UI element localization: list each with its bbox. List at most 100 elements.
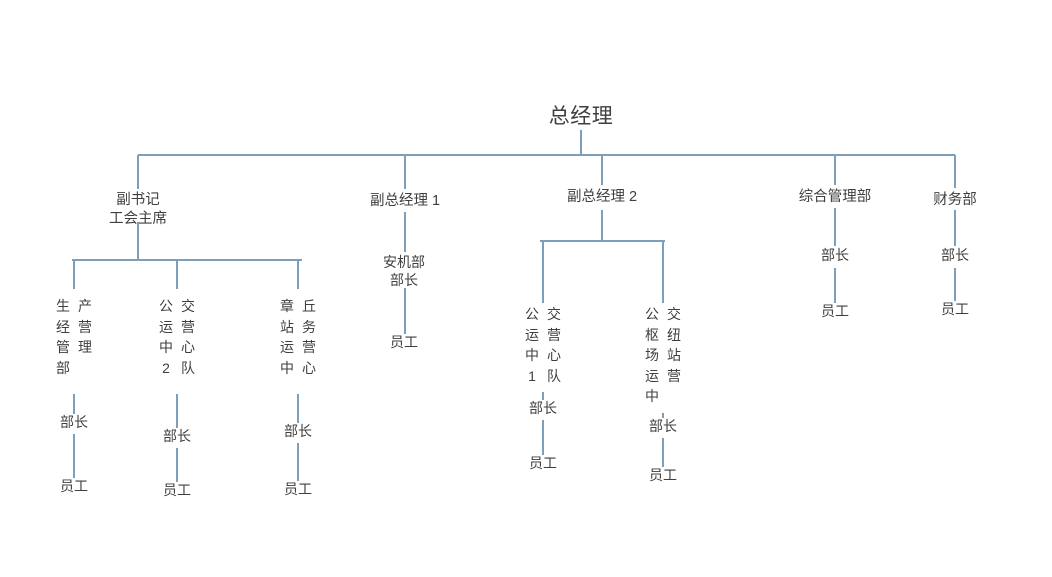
vertical-column-left: 公 运 中 2 — [159, 296, 173, 378]
node-label: 副总经理 1 — [369, 193, 441, 209]
vtext-char: 公 — [159, 298, 173, 314]
vtext-char: 队 — [547, 367, 561, 384]
node-bus-ops-center-team-1[interactable]: 交 营 心 队 公 运 中 1 — [521, 304, 565, 386]
node-label: 员工 — [649, 467, 677, 483]
node-deputy-gm-2[interactable]: 副总经理 2 — [567, 188, 637, 207]
vtext-char: 公 — [645, 306, 659, 322]
node-production-ops-mgmt-dept[interactable]: 产 营 理 生 经 管 部 — [52, 296, 96, 378]
node-label-line-1: 安机部 — [383, 254, 425, 270]
vtext-char: 心 — [547, 347, 561, 363]
vertical-column-right: 丘 务 营 心 — [302, 296, 316, 378]
node-label: 综合管理部 — [798, 189, 872, 205]
vertical-column-right: 交 营 心 队 — [547, 304, 561, 386]
vtext-char: 枢 — [645, 326, 659, 343]
vtext-char: 营 — [302, 339, 316, 355]
node-label: 部长 — [941, 247, 969, 263]
vtext-char: 理 — [78, 339, 92, 355]
node-safety-machinery-dept[interactable]: 安机部 部长 — [383, 254, 425, 290]
vtext-char: 交 — [547, 306, 561, 322]
node-label: 部长 — [821, 247, 849, 263]
vtext-char: 经 — [56, 318, 70, 335]
vtext-char: 中 — [159, 339, 173, 355]
node-label: 员工 — [60, 478, 88, 494]
vtext-char: 章 — [280, 298, 294, 314]
vtext-char: 务 — [302, 318, 316, 335]
node-zhangqiu-director[interactable]: 部长 — [284, 423, 312, 441]
vtext-char: 营 — [667, 367, 681, 384]
vtext-char: 心 — [181, 339, 195, 355]
node-zhangqiu-station-ops-center[interactable]: 丘 务 营 心 章 站 运 中 — [276, 296, 320, 378]
node-deputy-gm-1[interactable]: 副总经理 1 — [370, 192, 440, 211]
node-label: 员工 — [390, 334, 418, 350]
vtext-char: 运 — [525, 326, 539, 343]
vtext-char: 中 — [645, 388, 659, 404]
node-staff-bus-team1[interactable]: 员工 — [529, 455, 557, 473]
node-label: 部长 — [284, 423, 312, 439]
vtext-char: 生 — [56, 298, 70, 314]
vtext-char: 中 — [280, 359, 294, 376]
node-finance-dept[interactable]: 财务部 — [933, 191, 977, 210]
node-label: 部长 — [529, 400, 557, 416]
node-label: 部长 — [60, 414, 88, 430]
vertical-column-left: 公 运 中 1 — [525, 304, 539, 386]
node-staff-bus-team2[interactable]: 员工 — [163, 482, 191, 500]
vtext-char: 丘 — [302, 298, 316, 314]
vtext-char: 站 — [667, 347, 681, 363]
vtext-char: 营 — [547, 326, 561, 343]
node-label: 部长 — [163, 428, 191, 444]
node-label: 部长 — [649, 418, 677, 434]
node-staff-zhangqiu[interactable]: 员工 — [284, 481, 312, 499]
node-staff-production[interactable]: 员工 — [60, 478, 88, 496]
vtext-char: 心 — [302, 359, 316, 376]
vtext-char: 纽 — [667, 326, 681, 343]
node-bus-ops-center-team-2[interactable]: 交 营 心 队 公 运 中 2 — [155, 296, 199, 378]
vtext-char: 队 — [181, 359, 195, 376]
node-finance-director[interactable]: 部长 — [941, 247, 969, 265]
vtext-char: 交 — [181, 298, 195, 314]
vertical-column-left: 生 经 管 部 — [56, 296, 70, 378]
vtext-char: 1 — [528, 367, 536, 384]
node-deputy-secretary[interactable]: 副书记 工会主席 — [109, 191, 167, 228]
node-production-ops-director[interactable]: 部长 — [60, 414, 88, 432]
node-bus-team2-director[interactable]: 部长 — [163, 428, 191, 446]
vtext-char: 营 — [181, 318, 195, 335]
node-staff-safety-machinery[interactable]: 员工 — [390, 334, 418, 352]
vtext-char: 产 — [78, 298, 92, 314]
node-label: 员工 — [163, 482, 191, 498]
vtext-char: 运 — [280, 339, 294, 355]
node-bus-hub-director[interactable]: 部长 — [649, 418, 677, 436]
node-label: 员工 — [941, 301, 969, 317]
node-general-manager[interactable]: 总经理 — [549, 104, 614, 131]
vtext-char: 公 — [525, 306, 539, 322]
vertical-column-left: 章 站 运 中 — [280, 296, 294, 378]
vtext-char: 中 — [525, 347, 539, 363]
node-staff-finance[interactable]: 员工 — [941, 301, 969, 319]
node-staff-general-admin[interactable]: 员工 — [821, 303, 849, 321]
node-bus-team1-director[interactable]: 部长 — [529, 400, 557, 418]
node-staff-bus-hub[interactable]: 员工 — [649, 467, 677, 485]
node-label: 总经理 — [548, 105, 614, 128]
vtext-char: 场 — [645, 347, 659, 363]
vtext-char: 2 — [162, 359, 170, 376]
node-label: 员工 — [529, 455, 557, 471]
vtext-char: 站 — [280, 318, 294, 335]
node-label-line-2: 工会主席 — [109, 210, 167, 227]
node-label: 员工 — [284, 481, 312, 497]
vertical-column-left: 公 枢 场 运 中 — [645, 304, 659, 407]
vtext-char: 管 — [56, 339, 70, 355]
node-label-line-1: 副书记 — [116, 192, 160, 208]
node-bus-hub-station-ops-center[interactable]: 交 纽 站 营 公 枢 场 运 中 — [641, 304, 685, 407]
vtext-char: 交 — [667, 306, 681, 322]
node-label: 财务部 — [933, 192, 977, 208]
node-general-admin-dept[interactable]: 综合管理部 — [799, 188, 872, 207]
vtext-char: 营 — [78, 318, 92, 335]
vtext-char: 运 — [159, 318, 173, 335]
vtext-char: 部 — [56, 359, 70, 376]
node-label: 副总经理 2 — [566, 189, 638, 205]
node-label: 员工 — [821, 303, 849, 319]
node-general-admin-director[interactable]: 部长 — [821, 247, 849, 265]
vertical-column-right: 产 营 理 — [78, 296, 92, 358]
vtext-char: 运 — [645, 367, 659, 384]
